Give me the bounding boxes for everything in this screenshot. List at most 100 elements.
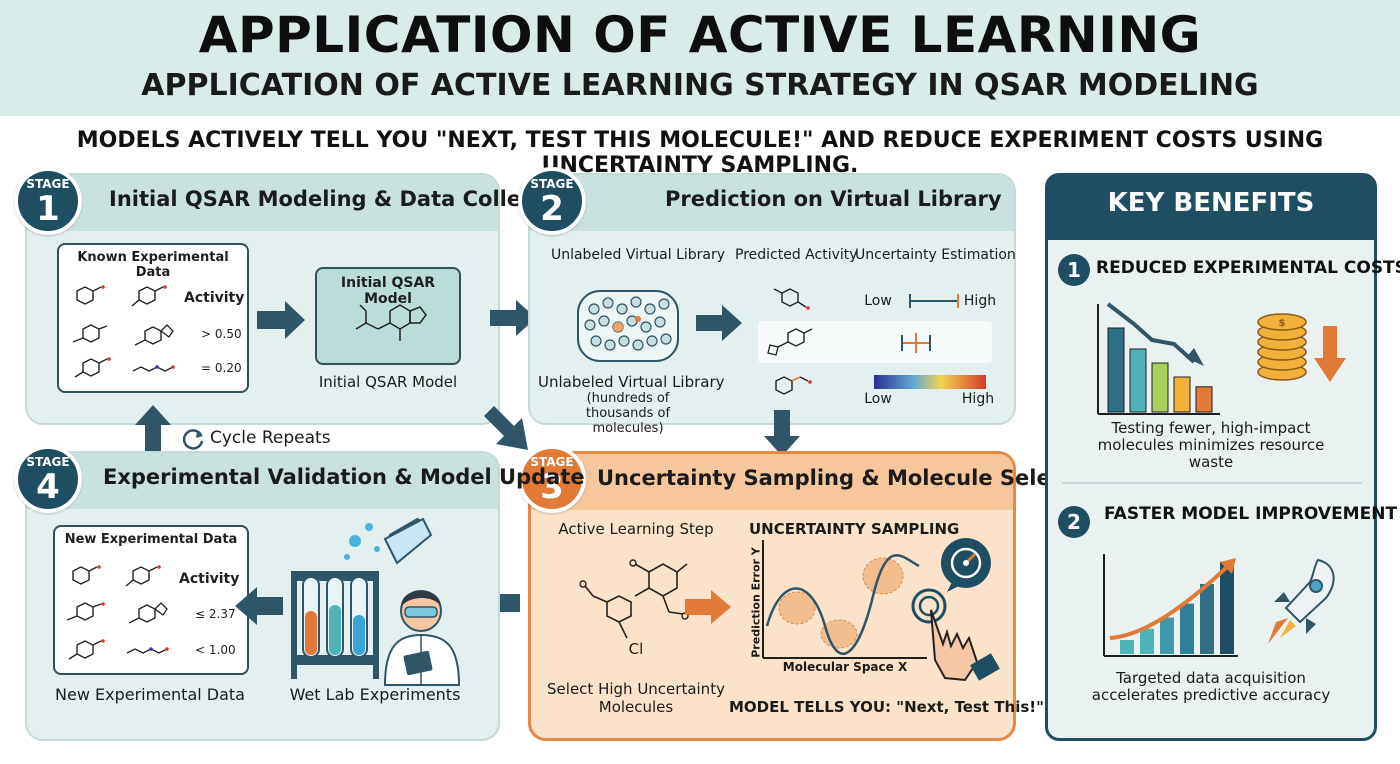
stage-3-header [531, 454, 1013, 510]
cycle-repeats-label: Cycle Repeats [210, 428, 331, 448]
chart-bar [1107, 327, 1125, 413]
stage-3-number: 3 [540, 467, 564, 507]
library-note: (hundreds of thousands of molecules) [585, 391, 671, 436]
tagline: MODELS ACTIVELY TELL YOU "NEXT, TEST THI… [76, 128, 1324, 178]
lab-illustration [291, 517, 461, 686]
active-learning-step-label: Active Learning Step [558, 520, 714, 538]
trend-arrowhead [1186, 348, 1204, 366]
activity-header: Activity [184, 290, 245, 306]
chart-bar [1200, 584, 1214, 654]
chart-bar [1160, 617, 1174, 654]
scientist-icon [383, 590, 461, 686]
arrow-diagonal [484, 406, 528, 450]
molecule-icon [68, 639, 105, 660]
activity-value: < 1.00 [195, 643, 236, 657]
stage-3-panel[interactable]: Uncertainty Sampling & Molecule Selectio… [528, 451, 1110, 741]
stage-1-panel: Initial QSAR Modeling & Data Collection … [25, 173, 580, 425]
molecule-cloud-icon [577, 290, 679, 362]
molecule-icon [74, 357, 111, 378]
stage-2-badge: STAGE 2 [518, 167, 586, 235]
molecule-icon [132, 365, 175, 372]
low-label: Low [864, 293, 892, 309]
benefit-1-heading: REDUCED EXPERIMENTAL COSTS [1096, 258, 1400, 278]
chart-bar [1180, 603, 1194, 654]
color-gradient-bar [874, 375, 986, 389]
stage-2-number: 2 [540, 189, 564, 229]
benefit-1-number: 1 [1058, 254, 1090, 286]
y-axis-label: Prediction Error Y [749, 547, 763, 658]
arrow-down [764, 410, 800, 456]
molecule-icon [767, 328, 813, 356]
known-data-title: Known Experimental Data [77, 250, 229, 280]
uncertainty-plot [762, 540, 927, 659]
initial-model-caption: Initial QSAR Model [318, 373, 458, 391]
high-label: High [963, 293, 997, 309]
chart-bar [1151, 362, 1169, 413]
library-caption: Unlabeled Virtual Library [538, 373, 725, 391]
high-label-2: High [961, 391, 995, 407]
arrow-up [135, 405, 171, 451]
benefit-2-number: 2 [1058, 506, 1090, 538]
molecule-icon [128, 602, 168, 624]
stage-1-badge: STAGE 1 [14, 167, 82, 235]
molecule-icon [76, 285, 105, 305]
chart-bar [1195, 386, 1213, 413]
arrow-left [235, 587, 283, 625]
svg-text:$: $ [1279, 318, 1286, 329]
up-trend-arrow-icon [1220, 558, 1236, 574]
key-benefits-panel: KEY BENEFITS 1 REDUCED EXPERIMENTAL COST… [1045, 173, 1400, 741]
molecule-icon [126, 647, 169, 654]
activity-value: > 0.50 [201, 327, 242, 341]
molecule-icon [66, 602, 105, 621]
known-data-table: Known Experimental Data Activity > 0.50 … [57, 243, 249, 393]
improvement-bar-chart [1103, 554, 1238, 657]
activity-value: = 0.20 [201, 361, 242, 375]
activity-value: ≤ 2.37 [195, 607, 236, 621]
chart-bar [1129, 348, 1147, 413]
stage-2-title: Prediction on Virtual Library [665, 187, 1002, 211]
benefit-2-text: Targeted data acquisition accelerates pr… [1091, 669, 1331, 704]
stage-4-header [27, 453, 498, 509]
arrow-right [257, 301, 305, 339]
error-bar-icon [901, 333, 931, 353]
trend-up-line [1109, 562, 1232, 640]
arrow-right [490, 300, 536, 336]
cost-bar-chart [1097, 302, 1220, 415]
initial-model-box: Initial QSAR Model [315, 267, 461, 365]
stage-4-badge: STAGE 4 [14, 445, 82, 513]
key-benefits-header [1048, 176, 1374, 240]
down-arrow-icon [1314, 326, 1346, 382]
new-data-title: New Experimental Data [64, 532, 238, 547]
stage-word: STAGE [530, 455, 574, 469]
cycle-icon [182, 429, 204, 450]
hand-pointer-icon[interactable] [907, 588, 1003, 684]
trend-down-line [1106, 302, 1196, 364]
benefit-2-heading: FASTER MODEL IMPROVEMENT [1104, 504, 1398, 524]
molecule-icon [773, 288, 810, 310]
molecule-icon [131, 285, 167, 307]
uncertainty-header: Uncertainty Estimation [855, 247, 1016, 263]
wet-lab-caption: Wet Lab Experiments [289, 685, 461, 704]
molecule-icon [72, 565, 101, 585]
activity-header: Activity [179, 571, 240, 587]
key-benefits-title: KEY BENEFITS [1107, 188, 1315, 218]
stage-1-title: Initial QSAR Modeling & Data Collection [109, 187, 581, 211]
new-data-table: New Experimental Data Activity ≤ 2.37 < … [53, 525, 249, 675]
stage-4-number: 4 [36, 467, 60, 507]
flask-icon [344, 517, 433, 565]
arrow-right-orange [685, 590, 731, 624]
molecule-icon [134, 324, 174, 346]
stage-4-panel: Experimental Validation & Model Update N… [25, 451, 585, 741]
x-axis-label: Molecular Space X [782, 660, 908, 674]
chart-bar [1140, 628, 1154, 654]
test-tubes-icon [291, 571, 379, 679]
page-title: APPLICATION OF ACTIVE LEARNING [198, 6, 1202, 64]
stage-3-badge: STAGE 3 [518, 445, 586, 513]
molecule-icon [72, 324, 108, 343]
uncertainty-sampling-label: UNCERTAINTY SAMPLING [749, 520, 960, 538]
stage-1-number: 1 [36, 189, 60, 229]
stage-1-header [27, 175, 498, 231]
model-tells-you: MODEL TELLS YOU: "Next, Test This!" [729, 698, 1044, 716]
rocket-icon [1268, 558, 1335, 644]
select-caption: Select High Uncertainty Molecules [547, 680, 725, 716]
